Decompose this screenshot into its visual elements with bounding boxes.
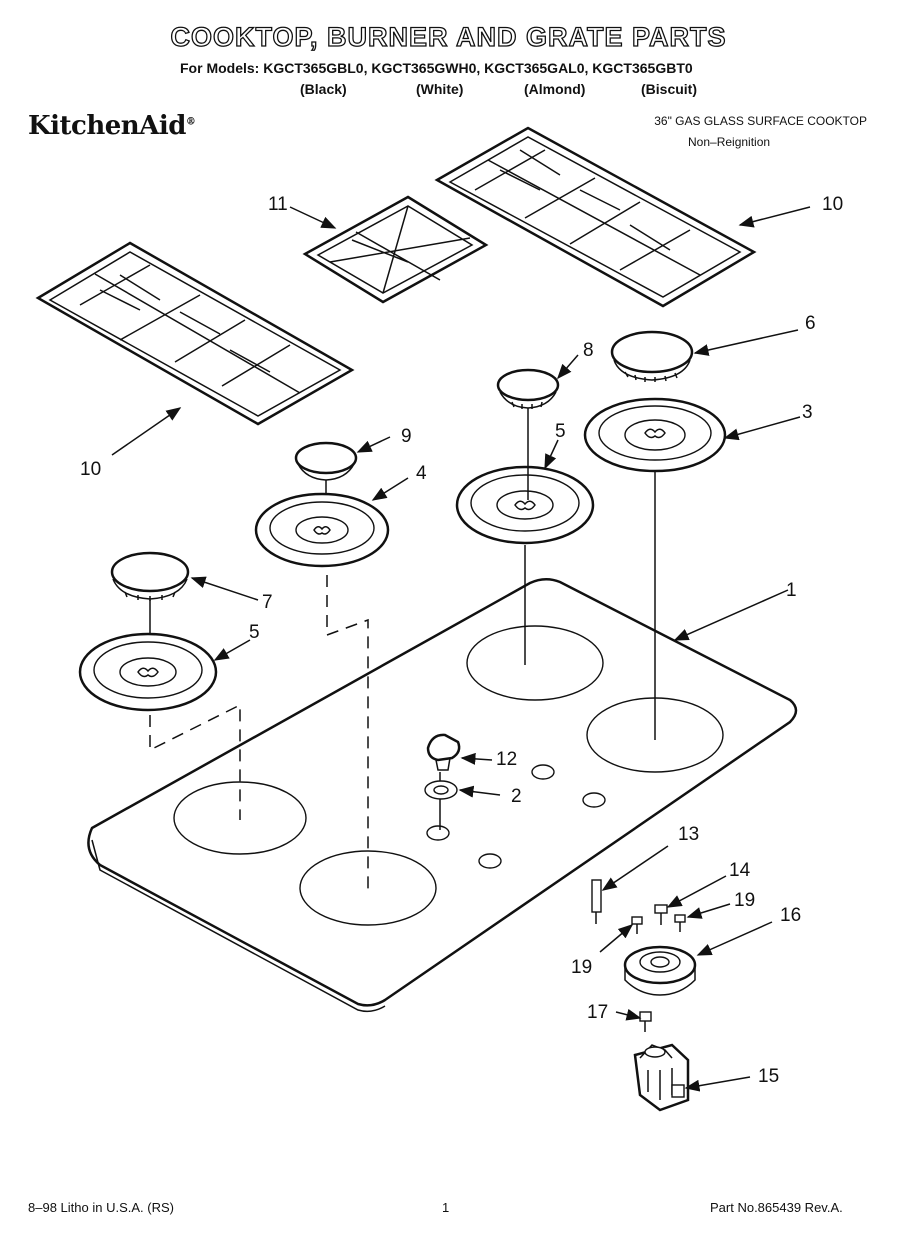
callout-8: 8 — [583, 340, 594, 361]
page-title: COOKTOP, BURNER AND GRATE PARTS — [170, 21, 727, 52]
color-almond: (Almond) — [524, 81, 586, 97]
callout-2: 2 — [511, 786, 522, 807]
burner-base-5-center — [455, 408, 595, 665]
grate-small — [302, 195, 489, 304]
color-biscuit: (Biscuit) — [641, 81, 697, 97]
callout-1: 1 — [786, 580, 797, 601]
part-number: Part No.865439 Rev.A. — [710, 1200, 843, 1215]
callout-14: 14 — [729, 860, 751, 881]
knob-bezel — [424, 780, 458, 800]
litho-note: 8–98 Litho in U.S.A. (RS) — [28, 1200, 174, 1215]
callout-17: 17 — [587, 1002, 608, 1023]
callout-9: 9 — [401, 426, 412, 447]
screws — [631, 904, 686, 934]
callout-19-left: 19 — [571, 957, 592, 978]
callout-16: 16 — [780, 905, 801, 926]
spark-electrode — [591, 879, 602, 924]
color-white: (White) — [416, 81, 464, 97]
callout-7: 7 — [262, 592, 273, 613]
callout-6: 6 — [805, 313, 816, 334]
callout-leaders — [111, 206, 811, 1092]
callout-10-left: 10 — [80, 459, 101, 480]
callout-10-right: 10 — [822, 194, 843, 215]
callout-12: 12 — [496, 749, 517, 770]
grate-right — [434, 126, 757, 308]
burner-cap-6 — [610, 330, 694, 382]
product-subtitle: 36" GAS GLASS SURFACE COOKTOP — [654, 114, 867, 128]
burner-base-5-left — [78, 632, 241, 820]
callout-19-right: 19 — [734, 890, 755, 911]
brand-logo: KitchenAid® — [28, 111, 196, 141]
page-number: 1 — [442, 1200, 450, 1215]
burner-cap-8 — [496, 368, 560, 409]
burner-cap-7 — [110, 551, 190, 660]
callout-13: 13 — [678, 824, 699, 845]
callout-15: 15 — [758, 1066, 779, 1087]
callout-11: 11 — [268, 194, 288, 215]
ignition-type: Non–Reignition — [688, 135, 771, 149]
burner-base-16 — [623, 945, 697, 996]
callout-3: 3 — [802, 402, 813, 423]
color-black: (Black) — [300, 81, 347, 97]
model-list: For Models: KGCT365GBL0, KGCT365GWH0, KG… — [180, 60, 693, 76]
burner-base-4 — [254, 492, 390, 890]
callout-4: 4 — [416, 463, 427, 484]
grate-left — [35, 241, 355, 426]
callout-5-center: 5 — [555, 421, 566, 442]
burner-valve — [633, 1043, 690, 1112]
screw-17 — [639, 1011, 652, 1032]
burner-base-3 — [583, 397, 727, 740]
callout-5-left: 5 — [249, 622, 260, 643]
